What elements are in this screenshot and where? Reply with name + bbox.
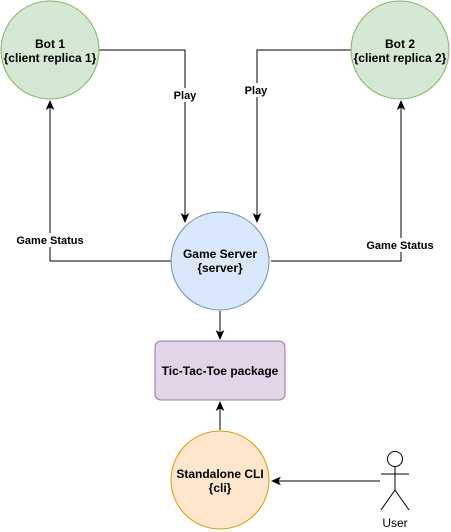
- bot2-title: Bot 2: [385, 37, 415, 51]
- edge-label-game-status-1: Game Status: [16, 235, 83, 247]
- cli-node: Standalone CLI {cli}: [170, 430, 270, 530]
- bot2-node: Bot 2 {client replica 2}: [350, 0, 450, 100]
- edge-bot2-to-server: [252, 49, 351, 223]
- edge-label-game-status-2: Game Status: [366, 240, 433, 252]
- edge-server-to-bot1: [45, 100, 171, 262]
- edge-bot1-to-server: [99, 49, 190, 223]
- user-actor-icon: [380, 451, 410, 511]
- game-server-title: Game Server: [183, 247, 257, 261]
- bot1-node: Bot 1 {client replica 1}: [0, 0, 100, 100]
- package-node: Tic-Tac-Toe package: [154, 340, 286, 401]
- bot1-subtitle: {client replica 1}: [4, 51, 97, 65]
- game-server-subtitle: {server}: [197, 261, 243, 275]
- bot2-subtitle: {client replica 2}: [354, 51, 447, 65]
- user-label: User: [382, 516, 407, 530]
- package-label: Tic-Tac-Toe package: [162, 364, 279, 378]
- edge-server-to-bot2: [271, 100, 406, 262]
- edge-label-play-1: Play: [174, 90, 198, 102]
- user-actor: User: [380, 451, 410, 530]
- game-server-node: Game Server {server}: [170, 211, 270, 311]
- cli-title: Standalone CLI: [176, 467, 263, 481]
- cli-subtitle: {cli}: [209, 481, 232, 495]
- edge-label-play-2: Play: [245, 85, 269, 97]
- bot1-title: Bot 1: [35, 37, 65, 51]
